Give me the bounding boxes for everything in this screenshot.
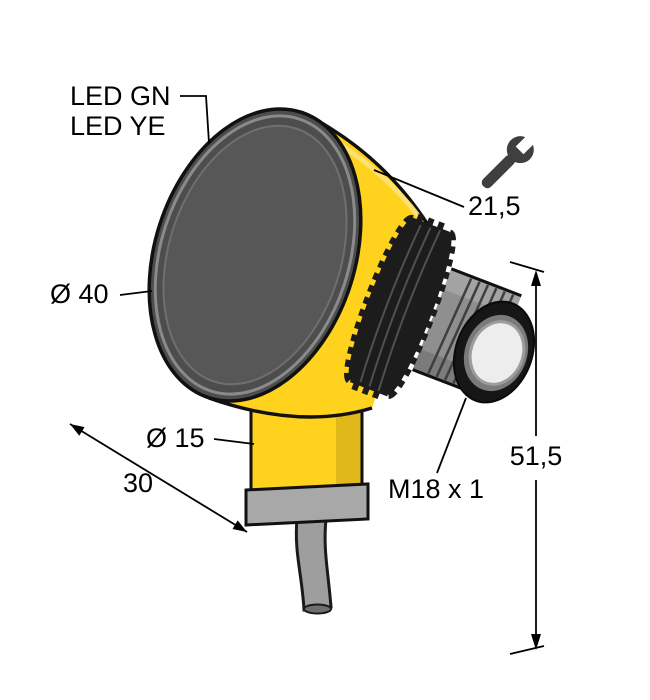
knurled-ring [344,213,456,401]
knurl-teeth [344,213,456,401]
arrowhead [531,634,541,650]
lens-face [468,320,526,386]
arrowhead [232,520,247,532]
bezel-face [162,124,348,386]
led-ye-label: LED YE [70,111,166,141]
arrowhead [531,270,541,286]
front-bezel [147,107,363,403]
ext-tick-bottom [509,645,545,655]
length-label: 51,5 [510,441,563,471]
lens-assembly [452,300,536,404]
led-gn-label: LED GN [70,81,171,111]
thread-label: M18 x 1 [388,474,484,504]
collar-band [244,482,370,527]
wrench-icon [481,133,537,189]
head-bottom-edge [208,396,373,419]
wrench-size-label: 21,5 [468,191,521,221]
leader-dia-15 [213,438,255,445]
dim-30-label: 30 [123,468,153,498]
leader-thread [436,397,467,474]
leader-wrench-size [373,169,465,208]
barrel-top-edge [450,267,522,298]
knurl-ribs [359,224,442,392]
cable-body [294,517,333,612]
dia-15-label: Ø 15 [146,423,205,453]
leader-led [180,95,210,144]
dia-40-label: Ø 40 [50,279,109,309]
ext-tick-top [509,261,545,273]
dim-line-30 [69,423,248,533]
cable-end [303,603,332,615]
dim-line-51-5 [509,261,545,655]
cable [294,517,333,615]
arrowhead [70,424,85,436]
bezel-rim-ring [153,114,357,396]
leader-dia-40 [119,290,153,296]
